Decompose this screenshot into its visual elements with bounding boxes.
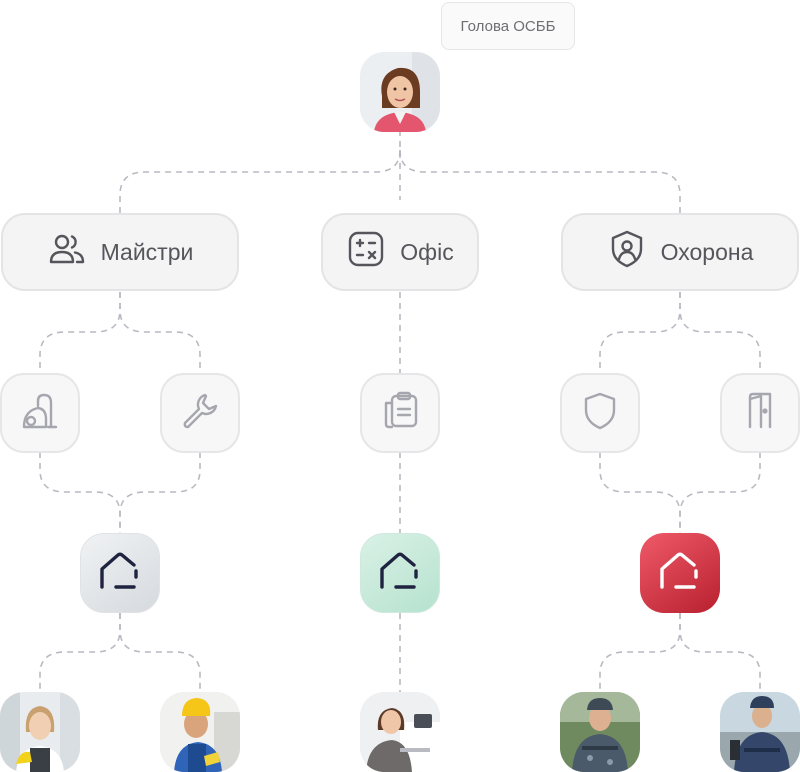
- department-label: Охорона: [660, 238, 754, 265]
- home-node-masters[interactable]: [80, 533, 160, 613]
- head-role-tooltip: Голова ОСББ: [441, 2, 575, 50]
- protection-service-tile[interactable]: [560, 373, 640, 453]
- department-label: Офіс: [400, 238, 454, 265]
- electrician-avatar[interactable]: [160, 692, 240, 772]
- repair-service-tile[interactable]: [160, 373, 240, 453]
- wrench-icon: [178, 389, 222, 438]
- guard-avatar[interactable]: [560, 692, 640, 772]
- department-office[interactable]: Офіс: [321, 213, 479, 291]
- door-icon: [738, 389, 782, 438]
- department-label: Майстри: [100, 238, 194, 265]
- vacuum-icon: [18, 389, 62, 438]
- shield-icon: [578, 389, 622, 438]
- users-icon: [47, 229, 87, 275]
- access-service-tile[interactable]: [720, 373, 800, 453]
- cleaner-avatar[interactable]: [0, 692, 80, 772]
- guard-avatar[interactable]: [720, 692, 800, 772]
- head-avatar[interactable]: [360, 52, 440, 132]
- cleaning-service-tile[interactable]: [0, 373, 80, 453]
- home-node-security[interactable]: [640, 533, 720, 613]
- calculator-icon: [346, 229, 386, 275]
- department-masters[interactable]: Майстри: [1, 213, 239, 291]
- shield-user-icon: [607, 229, 647, 275]
- accountant-avatar[interactable]: [360, 692, 440, 772]
- department-security[interactable]: Охорона: [561, 213, 799, 291]
- head-role-label: Голова ОСББ: [460, 17, 556, 35]
- home-node-office[interactable]: [360, 533, 440, 613]
- paperwork-service-tile[interactable]: [360, 373, 440, 453]
- home-icon: [656, 547, 704, 600]
- clipboard-icon: [378, 389, 422, 438]
- home-icon: [376, 547, 424, 600]
- home-icon: [96, 547, 144, 600]
